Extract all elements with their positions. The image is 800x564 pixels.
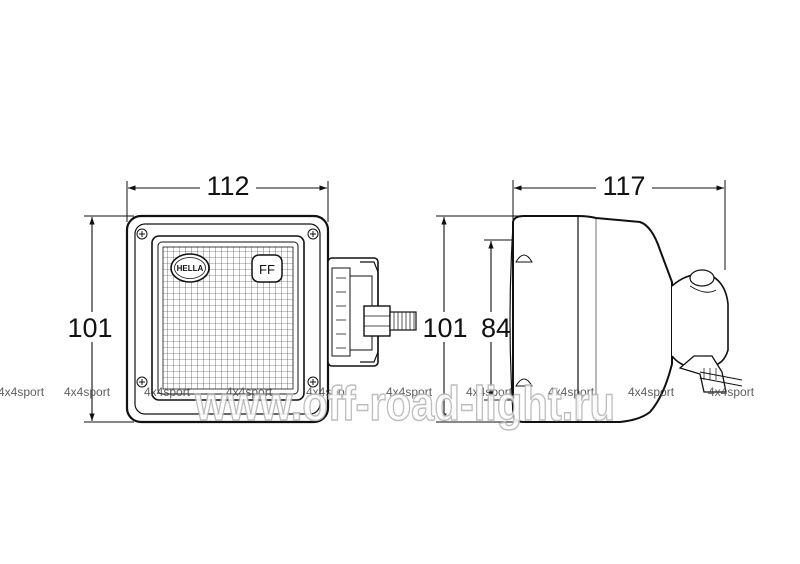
side-height-label: 101 — [422, 313, 467, 343]
side-inner-height-dimension: 84 — [476, 239, 518, 401]
corner-screws — [136, 228, 319, 388]
front-view: 112 101 HELLA FF — [62, 171, 417, 424]
watermark-tag: 4x4sport — [0, 385, 45, 399]
side-depth-label: 117 — [602, 171, 645, 201]
watermark-tag: 4x4sport — [64, 385, 111, 399]
side-bracket — [671, 269, 743, 393]
depth-dimension: 117 — [512, 171, 726, 270]
side-height-dimension: 101 — [420, 215, 520, 423]
front-height-label: 101 — [67, 313, 112, 343]
watermark-tag: 4x4sport — [144, 385, 191, 399]
watermark-tag: 4x4sport — [306, 385, 353, 399]
watermark-row: 4x4sport 4x4sport 4x4sport 4x4sport 4x4s… — [0, 377, 755, 432]
lens-marking-text: FF — [259, 262, 275, 277]
watermark-tag: 4x4sport — [466, 385, 513, 399]
hella-badge: HELLA — [170, 253, 210, 283]
height-dimension: 101 — [62, 215, 134, 423]
ff-marking: FF — [251, 254, 283, 283]
watermark-tag: 4x4sport — [548, 385, 595, 399]
watermark-tag: 4x4sport — [386, 385, 433, 399]
watermark-tag: 4x4sport — [628, 385, 675, 399]
front-width-label: 112 — [206, 171, 249, 201]
watermark-site: www.off-road-light.ru — [194, 378, 615, 431]
side-view: 117 101 84 — [420, 171, 743, 423]
watermark-tag: 4x4sport — [708, 385, 755, 399]
mounting-bracket — [327, 257, 417, 367]
watermark-tag: 4x4sport — [226, 385, 273, 399]
width-dimension: 112 — [126, 171, 329, 222]
side-inner-height-label: 84 — [481, 313, 511, 343]
brand-badge-text: HELLA — [177, 264, 204, 273]
